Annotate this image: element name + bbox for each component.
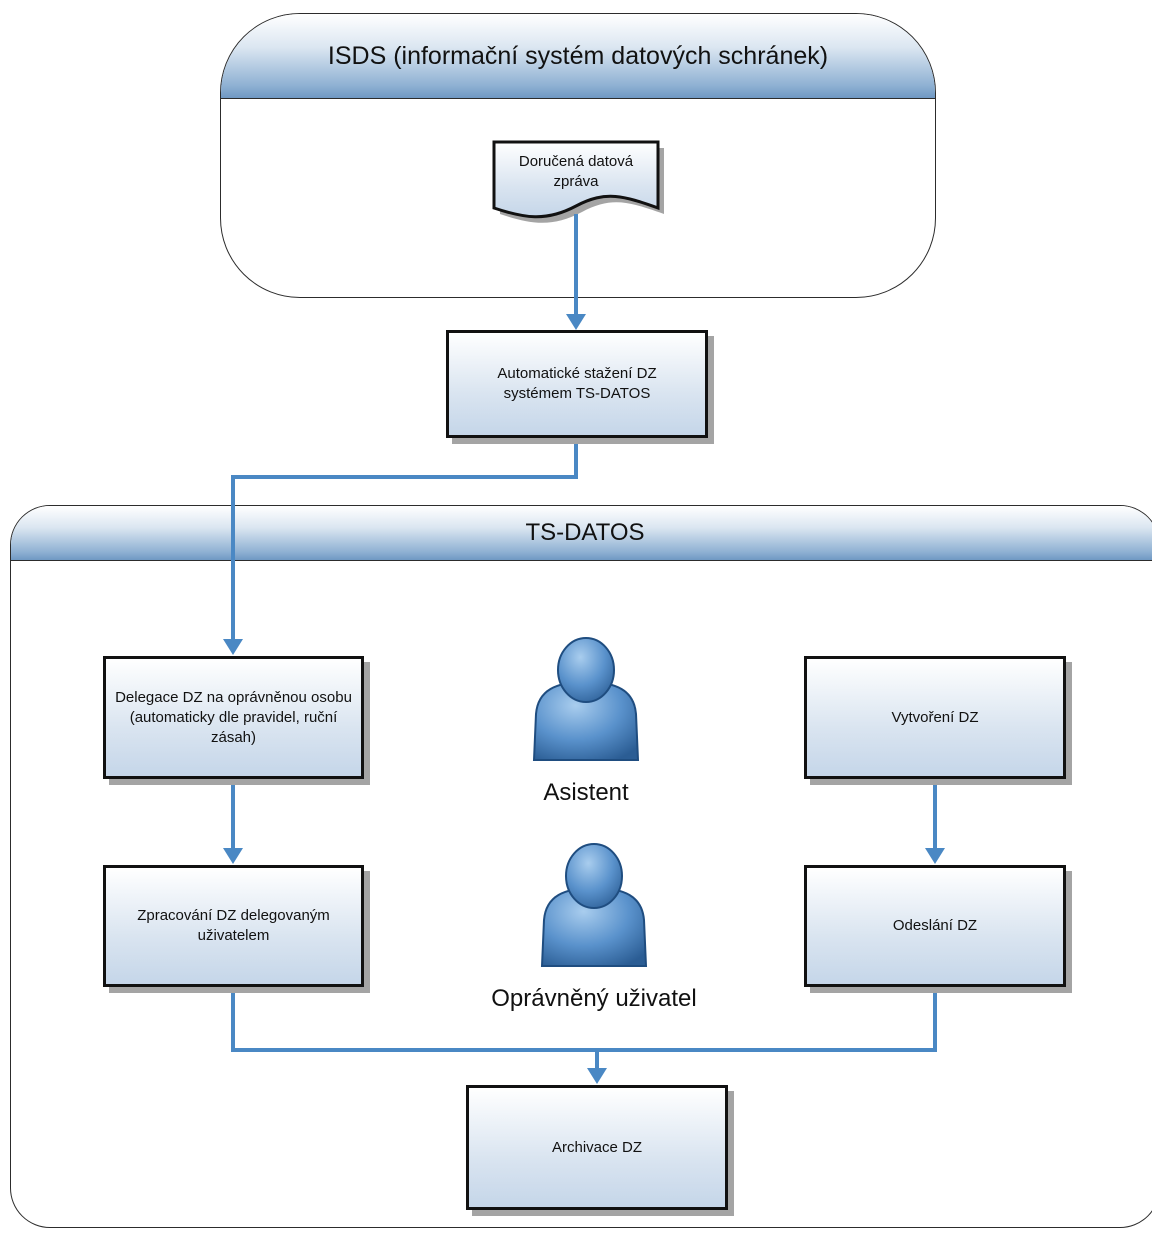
create-label: Vytvoření DZ [891, 708, 979, 726]
arrowhead-archive [587, 1068, 607, 1084]
assistant-person-icon [532, 637, 640, 761]
arrowhead-send [925, 848, 945, 864]
authorized-user-label: Oprávněný uživatel [491, 985, 697, 1012]
connectors [231, 214, 937, 1072]
document-shape [492, 140, 660, 219]
connector-processing-to-archive [231, 987, 599, 1072]
arrowhead-download [566, 314, 586, 330]
arrowhead-processing [223, 848, 243, 864]
create-box: Vytvoření DZ [804, 656, 1066, 779]
pool-isds-title: ISDS (informační systém datových schráne… [221, 14, 935, 99]
connector-download-to-delegation [231, 438, 578, 643]
archive-box: Archivace DZ [466, 1085, 728, 1210]
connector-send-to-archive [597, 987, 937, 1052]
arrowhead-delegation [223, 639, 243, 655]
processing-label: Zpracování DZ delegovaným uživatelem [137, 907, 330, 944]
send-box: Odeslání DZ [804, 865, 1066, 987]
processing-box: Zpracování DZ delegovaným uživatelem [103, 865, 364, 987]
authorized-user-person-icon [540, 843, 648, 967]
delegation-label: Delegace DZ na oprávněnou osobu (automat… [115, 688, 352, 746]
delegation-box: Delegace DZ na oprávněnou osobu (automat… [103, 656, 364, 779]
assistant-label: Asistent [543, 779, 629, 806]
archive-label: Archivace DZ [551, 1138, 643, 1156]
send-label: Odeslání DZ [892, 917, 978, 934]
arrowheads [223, 314, 945, 1084]
pool-ts-datos-title: TS-DATOS [11, 506, 1152, 561]
received-message-label: Doručená datová zpráva [518, 153, 634, 190]
auto-download-label: Automatické stažení DZ systémem TS-DATOS [497, 365, 657, 402]
auto-download-box: Automatické stažení DZ systémem TS-DATOS [446, 330, 708, 438]
